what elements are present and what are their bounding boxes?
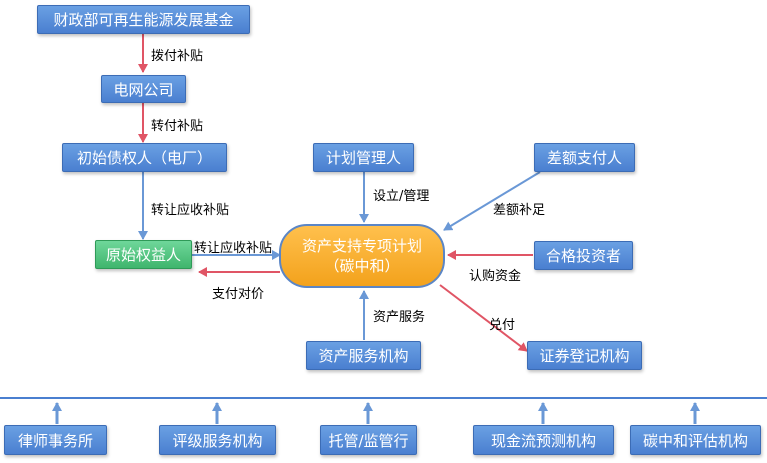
provider-cashflow: 现金流预测机构 [473,425,614,455]
edge-label-pay-price: 支付对价 [212,287,265,302]
node-spv-line1: 资产支持专项计划 [301,237,422,255]
node-fund-label: 财政部可再生能源发展基金 [53,11,234,29]
node-creditor: 初始债权人（电厂） [62,143,227,172]
provider-custodian-label: 托管/监管行 [328,431,409,450]
node-manager: 计划管理人 [313,143,414,172]
provider-carbon: 碳中和评估机构 [630,425,761,455]
node-originator: 原始权益人 [95,240,192,269]
arrow-spv-to-registry [439,284,528,352]
provider-rating-label: 评级服务机构 [172,431,263,450]
node-registry-label: 证券登记机构 [539,347,630,365]
provider-custodian: 托管/监管行 [320,425,417,455]
arrow-deficiency-to-spv [443,171,541,231]
provider-lawfirm: 律师事务所 [4,425,107,455]
divider-line [0,397,767,399]
edge-label-transfer: 转付补贴 [151,119,204,134]
edge-label-assign2: 转让应收补贴 [194,241,273,256]
node-fund: 财政部可再生能源发展基金 [37,5,250,34]
node-servicer: 资产服务机构 [306,341,421,370]
edge-label-service: 资产服务 [373,310,426,325]
node-registry: 证券登记机构 [527,341,642,370]
node-spv-line2: （碳中和） [324,257,400,275]
edge-label-shortfall: 差额补足 [493,203,546,218]
node-creditor-label: 初始债权人（电厂） [76,149,212,167]
node-investor-label: 合格投资者 [545,247,621,265]
edge-label-setup: 设立/管理 [373,189,430,204]
node-originator-label: 原始权益人 [105,246,181,264]
node-servicer-label: 资产服务机构 [318,347,409,365]
provider-carbon-label: 碳中和评估机构 [642,431,748,450]
node-grid-label: 电网公司 [113,80,174,99]
edge-label-redeem: 兑付 [489,318,516,333]
node-investor: 合格投资者 [534,241,633,270]
node-deficiency-label: 差额支付人 [546,149,622,167]
node-deficiency: 差额支付人 [534,143,635,172]
edge-label-assign: 转让应收补贴 [151,203,230,218]
node-grid: 电网公司 [101,75,186,103]
node-manager-label: 计划管理人 [325,149,401,167]
provider-rating: 评级服务机构 [159,425,276,455]
provider-cashflow-label: 现金流预测机构 [490,431,596,450]
provider-lawfirm-label: 律师事务所 [17,431,93,450]
node-spv: 资产支持专项计划 （碳中和） [279,224,445,288]
edge-label-allocate: 拨付补贴 [151,49,204,64]
edge-label-subscribe: 认购资金 [469,269,522,284]
